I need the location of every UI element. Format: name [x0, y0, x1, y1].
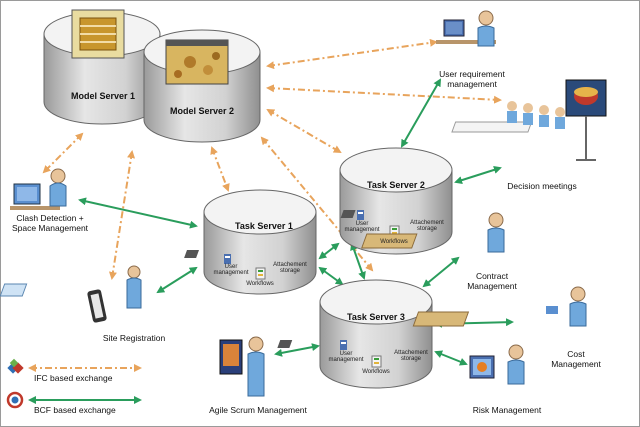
bcf-arrow-decision	[454, 166, 502, 184]
task2-user-mgmt-icon	[357, 210, 364, 220]
cost-management-label: Cost Management	[551, 349, 601, 369]
task1-user-mgmt-icon	[224, 254, 231, 264]
task3-user-mgmt-icon	[340, 340, 347, 350]
task2-workflows-label: Workflows	[380, 239, 408, 245]
clash-detection-user-icon	[10, 168, 67, 210]
site-registration-label: Site Registration	[102, 333, 166, 343]
task2-storage-label: Attachement storage	[410, 220, 444, 233]
task3-workflow-icon	[371, 355, 382, 368]
task-server-2-label: Task Server 2	[367, 180, 425, 190]
task2-storage-icon	[340, 210, 356, 218]
ifc-arrow-user-req	[266, 38, 438, 70]
user-requirement-label: User requirement management	[439, 69, 505, 89]
ifc-arrow-decision	[266, 84, 502, 104]
risk-management-user-icon	[469, 344, 525, 385]
server-part-icons	[184, 210, 400, 368]
bcf-arrow-t1-t2	[318, 242, 340, 260]
task3-user-mgmt-label: User management	[328, 351, 364, 364]
bcf-arrow-site	[156, 266, 198, 294]
task2-user-mgmt-label: User management	[344, 221, 380, 234]
agile-scrum-user-icon	[219, 336, 265, 397]
site-registration-user-icon	[0, 265, 142, 323]
task1-storage-label: Attachement storage	[273, 262, 307, 275]
bcf-arrow-clash	[78, 197, 198, 229]
ifc-logo-icon	[7, 358, 24, 374]
bcf-arrows	[78, 78, 514, 366]
task-server-3-label: Task Server 3	[347, 312, 405, 322]
model-server-2	[143, 29, 261, 143]
ifc-arrow-task2	[266, 108, 342, 154]
task1-workflows-label: Workflows	[246, 281, 274, 287]
risk-management-label: Risk Management	[472, 405, 542, 415]
legend-ifc-label: IFC based exchange	[34, 373, 113, 383]
bcf-arrow-t2-t3	[350, 242, 366, 280]
task3-workflows-label: Workflows	[362, 369, 390, 375]
model-server-1-label: Model Server 1	[70, 91, 136, 101]
decision-meetings-label: Decision meetings	[507, 181, 577, 191]
bcf-arrow-t1-t3	[318, 266, 344, 286]
legend	[6, 358, 142, 409]
agile-scrum-label: Agile Scrum Management	[209, 405, 307, 415]
site-map-thumbnail	[165, 39, 229, 85]
cost-management-user-icon	[412, 286, 587, 327]
ifc-arrow-task3	[260, 136, 374, 272]
task3-storage-icon	[277, 340, 293, 348]
ifc-arrow-site	[108, 150, 136, 280]
contract-management-user-icon	[361, 212, 505, 253]
ifc-arrow-clash	[42, 132, 84, 174]
task-server-3	[319, 279, 433, 389]
bcf-arrow-user-req	[401, 78, 441, 148]
contract-management-label: Contract Management	[467, 271, 517, 291]
task3-storage-label: Attachement storage	[394, 350, 428, 363]
bcf-logo-icon	[6, 391, 24, 409]
task-server-1-label: Task Server 1	[235, 221, 293, 231]
ifc-arrow-task1	[210, 146, 230, 192]
model-server-1	[43, 9, 161, 125]
task1-workflow-icon	[255, 267, 266, 280]
task1-user-mgmt-label: User management	[213, 264, 249, 277]
bcf-arrow-risk	[434, 350, 468, 366]
decision-meeting-icon	[451, 79, 607, 161]
bcf-arrow-agile	[274, 343, 320, 357]
task-server-2	[339, 147, 453, 255]
bcf-arrow-contract	[422, 256, 460, 288]
model-server-2-label: Model Server 2	[169, 106, 235, 116]
clash-detection-label: Clash Detection + Space Management	[11, 213, 89, 233]
task1-storage-icon	[184, 250, 200, 258]
legend-bcf-label: BCF based exchange	[34, 405, 116, 415]
task-server-1	[203, 189, 317, 295]
user-requirement-user-icon	[436, 10, 496, 47]
